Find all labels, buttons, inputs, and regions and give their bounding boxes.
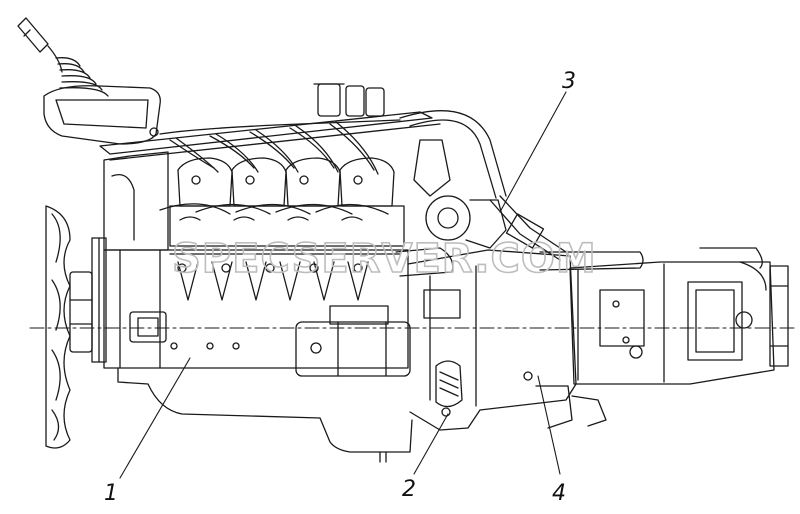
gear-shift-lever xyxy=(17,17,161,145)
shift-drive xyxy=(159,119,567,261)
callout-label-1: 1 xyxy=(104,481,118,506)
leader-line-4 xyxy=(537,375,561,475)
leader-lines xyxy=(119,91,567,479)
oil-pan xyxy=(117,367,413,463)
pump-assembly xyxy=(413,139,507,249)
fan xyxy=(45,205,107,449)
gearbox xyxy=(539,247,789,385)
cylinder-heads xyxy=(169,157,405,247)
starter-motor xyxy=(295,305,411,377)
callout-label-4: 4 xyxy=(552,481,566,506)
callout-label-3: 3 xyxy=(562,69,576,94)
coolant-pipe xyxy=(395,110,507,277)
clutch-housing xyxy=(407,249,577,431)
injection-lines xyxy=(99,111,441,215)
engine-block xyxy=(103,151,409,369)
leader-line-3 xyxy=(499,91,567,213)
leader-line-2 xyxy=(413,413,449,475)
filler-caps xyxy=(313,83,385,117)
watermark-text: SPECSERVER.COM xyxy=(172,236,597,282)
lower-housing xyxy=(535,385,607,429)
leader-line-1 xyxy=(119,357,191,479)
callout-label-2: 2 xyxy=(402,477,416,502)
